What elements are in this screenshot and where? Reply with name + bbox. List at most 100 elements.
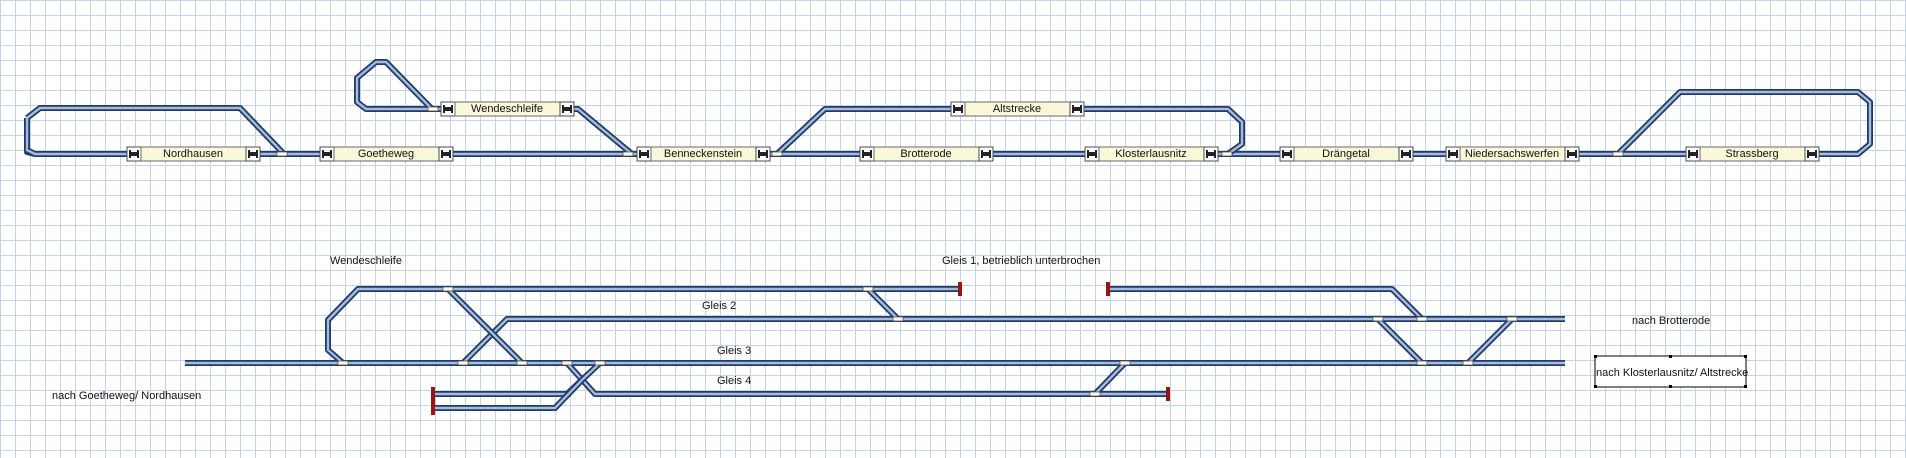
signal-icon <box>1206 150 1216 158</box>
block-strassberg[interactable]: Strassberg <box>1685 146 1820 162</box>
switch-gleis3-c[interactable] <box>561 360 573 366</box>
track-gleis-1-east[interactable] <box>1108 286 1425 322</box>
resize-handle-s[interactable] <box>1669 385 1672 388</box>
block-label-goetheweg: Goetheweg <box>358 148 414 160</box>
signal-icon <box>129 150 139 158</box>
switch-strassberg[interactable] <box>1612 151 1624 157</box>
switch-gleis4-a[interactable] <box>1089 391 1101 397</box>
signal-icon <box>1282 150 1292 158</box>
block-benneckenstein[interactable]: Benneckenstein <box>636 146 771 162</box>
signal-icon <box>1072 105 1082 113</box>
resize-handle-ne[interactable] <box>1744 355 1747 358</box>
block-label-niedersachswerfen: Niedersachswerfen <box>1465 148 1559 160</box>
block-label-brotterode: Brotterode <box>900 148 951 160</box>
buffer-stop-gleis1-west[interactable] <box>958 282 962 296</box>
signal-icon <box>443 105 453 113</box>
buffer-stop-siding-upper[interactable] <box>431 387 435 401</box>
block-label-draengetal: Drängetal <box>1322 148 1370 160</box>
switch-gleis3-a[interactable] <box>457 360 469 366</box>
upper-switches <box>276 106 1624 157</box>
block-niedersachswerfen[interactable]: Niedersachswerfen <box>1445 146 1580 162</box>
label-gleis-2: Gleis 2 <box>702 300 736 312</box>
block-brotterode[interactable]: Brotterode <box>859 146 994 162</box>
switch-gleis3-f[interactable] <box>1416 360 1428 366</box>
block-wendeschleife[interactable]: Wendeschleife <box>440 101 575 117</box>
upper-track-plan <box>24 59 1873 157</box>
signal-icon <box>1448 150 1458 158</box>
block-draengetal[interactable]: Drängetal <box>1279 146 1414 162</box>
track-gleis-1-west[interactable] <box>325 286 960 366</box>
signal-icon <box>562 105 572 113</box>
switch-altstrecke-west[interactable] <box>771 151 783 157</box>
switch-altstrecke-east[interactable] <box>1221 151 1233 157</box>
exit-klosterlausnitz-box[interactable]: nach Klosterlausnitz/ Altstrecke <box>1594 355 1748 388</box>
block-nordhausen[interactable]: Nordhausen <box>126 146 261 162</box>
switch-gleis2-a[interactable] <box>892 316 904 322</box>
switch-gleis3-b[interactable] <box>516 360 528 366</box>
track-crossover-1-3-fill <box>447 288 523 364</box>
buffer-stop-gleis1-east[interactable] <box>1106 282 1110 296</box>
switch-benneckenstein[interactable] <box>622 151 634 157</box>
block-goetheweg[interactable]: Goetheweg <box>319 146 454 162</box>
track-altstrecke-fill <box>776 107 1244 155</box>
block-label-strassberg: Strassberg <box>1725 148 1778 160</box>
signal-icon <box>953 105 963 113</box>
signal-icon <box>1087 150 1097 158</box>
resize-handle-sw[interactable] <box>1594 385 1597 388</box>
signal-icon <box>862 150 872 158</box>
resize-handle-nw[interactable] <box>1594 355 1597 358</box>
switch-wendeschleife[interactable] <box>427 106 439 112</box>
switch-gleis3-e[interactable] <box>1119 360 1131 366</box>
signal-icon <box>1688 150 1698 158</box>
signal-icon <box>758 150 768 158</box>
track-gleis-1-west-fill <box>326 287 960 364</box>
block-label-benneckenstein: Benneckenstein <box>664 148 742 160</box>
track-gleis-4[interactable] <box>564 360 1168 397</box>
label-nach-goetheweg: nach Goetheweg/ Nordhausen <box>52 390 201 402</box>
label-nach-klosterlausnitz: nach Klosterlausnitz/ Altstrecke <box>1596 367 1748 379</box>
track-crossover-3-2-east-fill <box>1467 318 1513 364</box>
label-gleis-1: Gleis 1, betrieblich unterbrochen <box>942 255 1100 267</box>
exit-box-frame[interactable] <box>1594 355 1747 388</box>
block-label-nordhausen: Nordhausen <box>163 148 223 160</box>
track-gleis-1-east-fill <box>1108 287 1423 320</box>
block-label-altstrecke: Altstrecke <box>993 103 1041 115</box>
switch-gleis2-c[interactable] <box>1416 316 1428 322</box>
label-nach-brotterode: nach Brotterode <box>1632 315 1710 327</box>
switch-gleis1-b[interactable] <box>862 286 874 292</box>
label-wendeschleife: Wendeschleife <box>330 255 402 267</box>
signal-icon <box>248 150 258 158</box>
signal-icon <box>1567 150 1577 158</box>
label-gleis-3: Gleis 3 <box>717 345 751 357</box>
block-klosterlausnitz[interactable]: Klosterlausnitz <box>1084 146 1219 162</box>
signal-icon <box>441 150 451 158</box>
switch-gleis3-d[interactable] <box>594 360 606 366</box>
track-gleis-4-fill <box>566 362 1168 396</box>
signal-icon <box>981 150 991 158</box>
buffer-stops <box>431 282 1170 415</box>
switch-gleis1-a[interactable] <box>442 286 454 292</box>
signal-icon <box>1807 150 1817 158</box>
switch-gleis2-b[interactable] <box>1372 316 1384 322</box>
station-track-plan <box>185 286 1565 411</box>
switch-nordhausen[interactable] <box>276 151 288 157</box>
buffer-stop-siding-lower[interactable] <box>431 401 435 415</box>
switch-wendeschleife-station[interactable] <box>337 360 349 366</box>
buffer-stop-gleis4-east[interactable] <box>1166 387 1170 401</box>
resize-handle-se[interactable] <box>1744 385 1747 388</box>
block-altstrecke[interactable]: Altstrecke <box>950 101 1085 117</box>
track-siding-lower-fill <box>433 379 583 410</box>
signal-icon <box>1401 150 1411 158</box>
label-gleis-4: Gleis 4 <box>717 375 751 387</box>
track-crossover-2-3-east-fill <box>1377 318 1423 364</box>
track-mainline[interactable] <box>25 89 1873 157</box>
resize-handle-n[interactable] <box>1669 355 1672 358</box>
switch-gleis2-d[interactable] <box>1506 316 1518 322</box>
switch-gleis3-g[interactable] <box>1462 360 1474 366</box>
track-crossover-1-2-fill <box>867 288 899 320</box>
track-mainline-fill <box>26 90 1872 156</box>
station-switches <box>337 286 1518 397</box>
track-gleis-2-fill <box>462 317 1565 364</box>
block-label-klosterlausnitz: Klosterlausnitz <box>1115 148 1187 160</box>
